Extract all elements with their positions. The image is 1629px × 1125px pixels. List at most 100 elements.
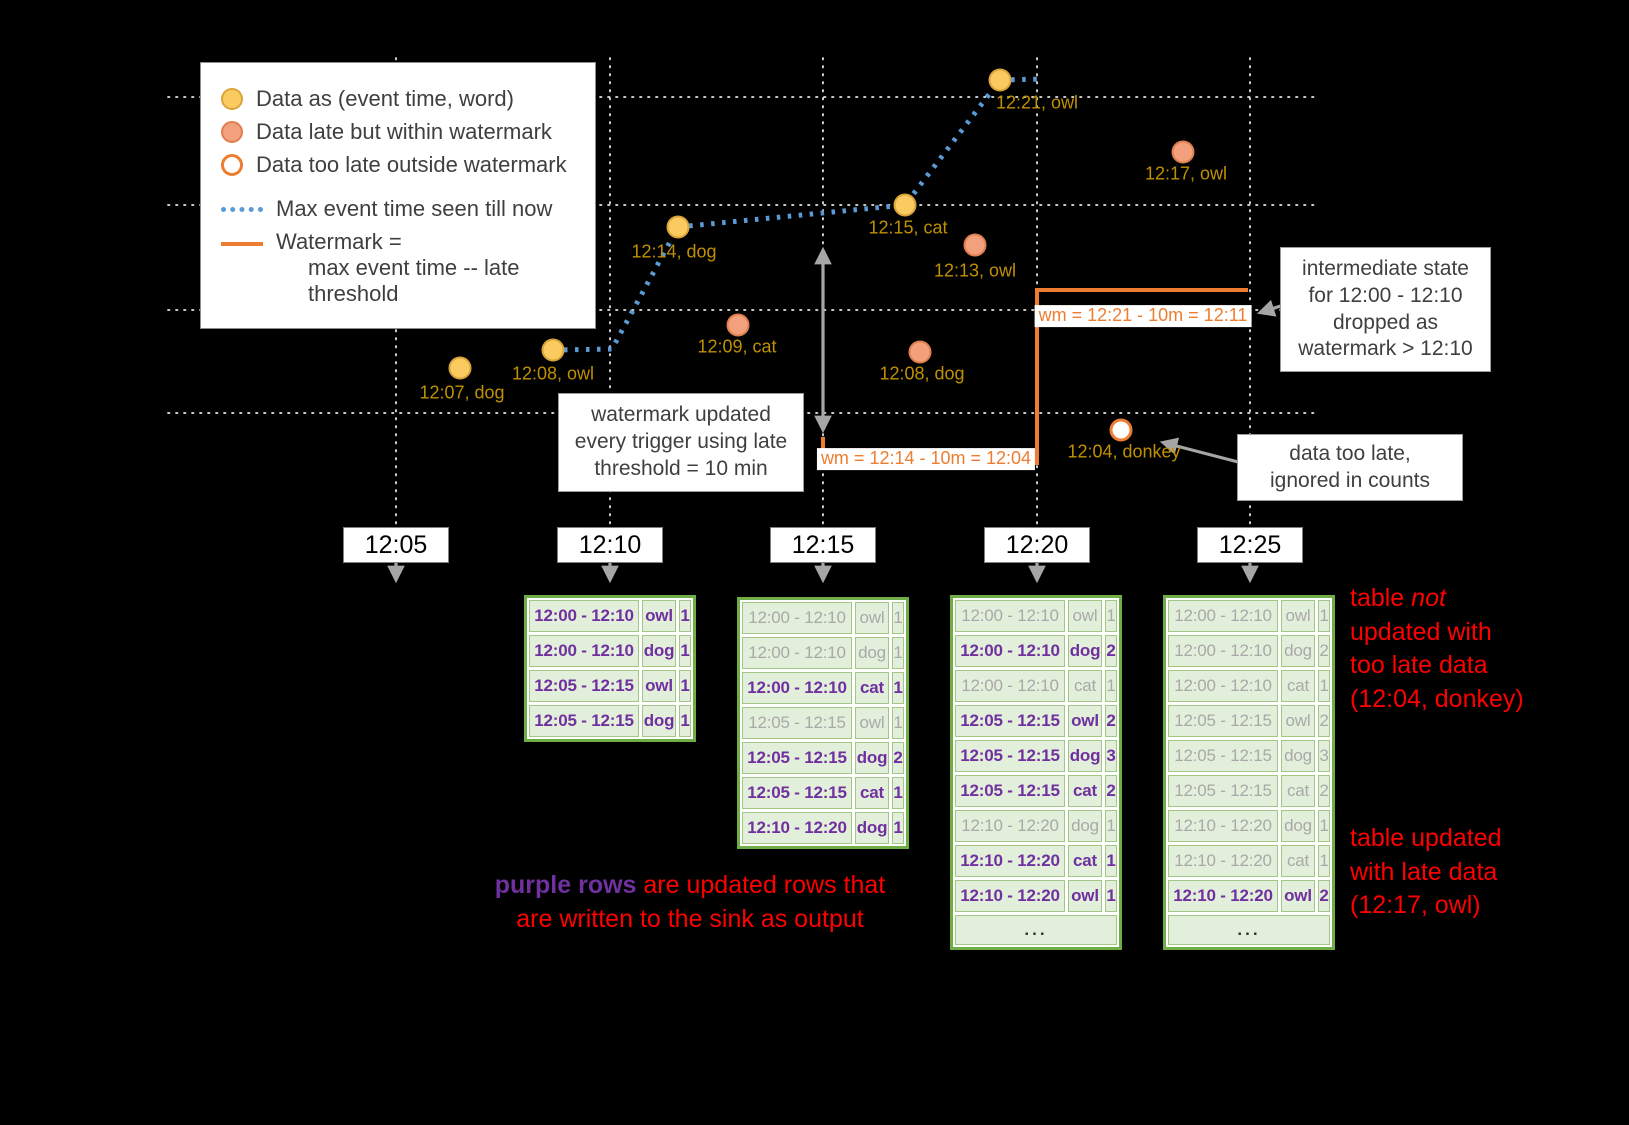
note-line: are written to the sink as output — [516, 904, 864, 933]
cell-word: owl — [855, 707, 889, 739]
trigger-time-label: 12:05 — [343, 527, 449, 563]
data-point-label: 12:08, dog — [879, 363, 965, 384]
cell-word: owl — [642, 670, 676, 702]
cell-word: dog — [855, 637, 889, 669]
cell-word: cat — [1281, 775, 1315, 807]
cell-count: 2 — [1318, 880, 1330, 912]
cell-window: 12:10 - 12:20 — [1168, 810, 1278, 842]
cell-word: owl — [1068, 705, 1102, 737]
cell-count: 1 — [679, 670, 691, 702]
legend-label-line2: max event time -- late threshold — [308, 255, 520, 306]
late-data-point-icon — [726, 313, 750, 337]
cell-window: 12:05 - 12:15 — [955, 705, 1065, 737]
note-line: table not — [1350, 582, 1560, 616]
cell-window: 12:05 - 12:15 — [529, 705, 639, 737]
note-line: updated with — [1350, 617, 1492, 646]
cell-word: owl — [642, 600, 676, 632]
cell-word: cat — [855, 777, 889, 809]
cell-window: 12:00 - 12:10 — [742, 602, 852, 634]
callout-text: watermark updated — [591, 403, 771, 427]
on-time-data-point-icon — [541, 338, 565, 362]
legend-label-line1: Watermark = — [276, 229, 402, 254]
legend-item-too-late: Data too late outside watermark — [221, 152, 583, 178]
trigger-time-label: 12:10 — [557, 527, 663, 563]
cell-window: 12:10 - 12:20 — [955, 880, 1065, 912]
cell-count: 3 — [1105, 740, 1117, 772]
cell-count: 1 — [1318, 600, 1330, 632]
cell-window: 12:05 - 12:15 — [955, 740, 1065, 772]
on-time-data-point-icon — [666, 215, 690, 239]
result-table-ellipsis-row: ... — [1168, 915, 1330, 945]
legend-item-max-event-line: Max event time seen till now — [221, 196, 583, 222]
cell-window: 12:00 - 12:10 — [955, 600, 1065, 632]
cell-word: cat — [1068, 845, 1102, 877]
data-point-label: 12:21, owl — [995, 92, 1079, 113]
callout-text: dropped as — [1332, 310, 1439, 334]
legend-label: Watermark = max event time -- late thres… — [276, 229, 583, 307]
cell-count: 2 — [1318, 705, 1330, 737]
note-table-not-updated: table not updated with too late data (12… — [1350, 582, 1560, 716]
cell-count: 1 — [1318, 810, 1330, 842]
legend-label: Data too late outside watermark — [256, 152, 567, 177]
callout-intermediate-state: intermediate state for 12:00 - 12:10 dro… — [1280, 247, 1491, 372]
late-dot-icon — [221, 121, 243, 143]
data-point-label: 12:15, cat — [868, 217, 948, 238]
cell-window: 12:00 - 12:10 — [742, 637, 852, 669]
callout-text: watermark > 12:10 — [1298, 337, 1473, 361]
cell-count: 2 — [1105, 635, 1117, 667]
watermark-value-label: wm = 12:14 - 10m = 12:04 — [816, 448, 1036, 470]
data-point-label: 12:13, owl — [933, 260, 1017, 281]
trigger-time-label: 12:20 — [984, 527, 1090, 563]
cell-count: 1 — [1318, 845, 1330, 877]
cell-word: dog — [855, 742, 889, 774]
trigger-time-label: 12:25 — [1197, 527, 1303, 563]
note-line: purple rows are updated rows that — [470, 869, 910, 903]
cell-word: dog — [642, 705, 676, 737]
cell-count: 2 — [1105, 705, 1117, 737]
cell-word: cat — [1068, 670, 1102, 702]
late-data-point-icon — [963, 233, 987, 257]
cell-word: cat — [1281, 670, 1315, 702]
data-point-label: 12:09, cat — [697, 336, 777, 357]
watermark-line-icon — [221, 242, 263, 246]
cell-word: dog — [1068, 740, 1102, 772]
cell-count: 1 — [1105, 600, 1117, 632]
on-time-data-point-icon — [893, 193, 917, 217]
cell-window: 12:10 - 12:20 — [955, 810, 1065, 842]
cell-count: 1 — [679, 600, 691, 632]
callout-text: data too late, — [1289, 441, 1411, 465]
data-point-label: 12:08, owl — [511, 363, 595, 384]
cell-window: 12:00 - 12:10 — [955, 670, 1065, 702]
cell-word: cat — [1068, 775, 1102, 807]
cell-word: owl — [855, 602, 889, 634]
legend: Data as (event time, word) Data late but… — [200, 62, 596, 329]
cell-window: 12:05 - 12:15 — [955, 775, 1065, 807]
purple-rows-highlight: purple rows — [494, 871, 637, 899]
cell-window: 12:00 - 12:10 — [955, 635, 1065, 667]
cell-window: 12:10 - 12:20 — [1168, 880, 1278, 912]
cell-count: 1 — [1318, 670, 1330, 702]
legend-label: Max event time seen till now — [276, 196, 553, 221]
cell-word: cat — [855, 672, 889, 704]
cell-count: 1 — [892, 812, 904, 844]
cell-window: 12:05 - 12:15 — [1168, 740, 1278, 772]
cell-ellipsis: ... — [955, 915, 1117, 945]
note-purple-rows: purple rows are updated rows that are wr… — [470, 869, 910, 936]
cell-count: 1 — [1105, 670, 1117, 702]
